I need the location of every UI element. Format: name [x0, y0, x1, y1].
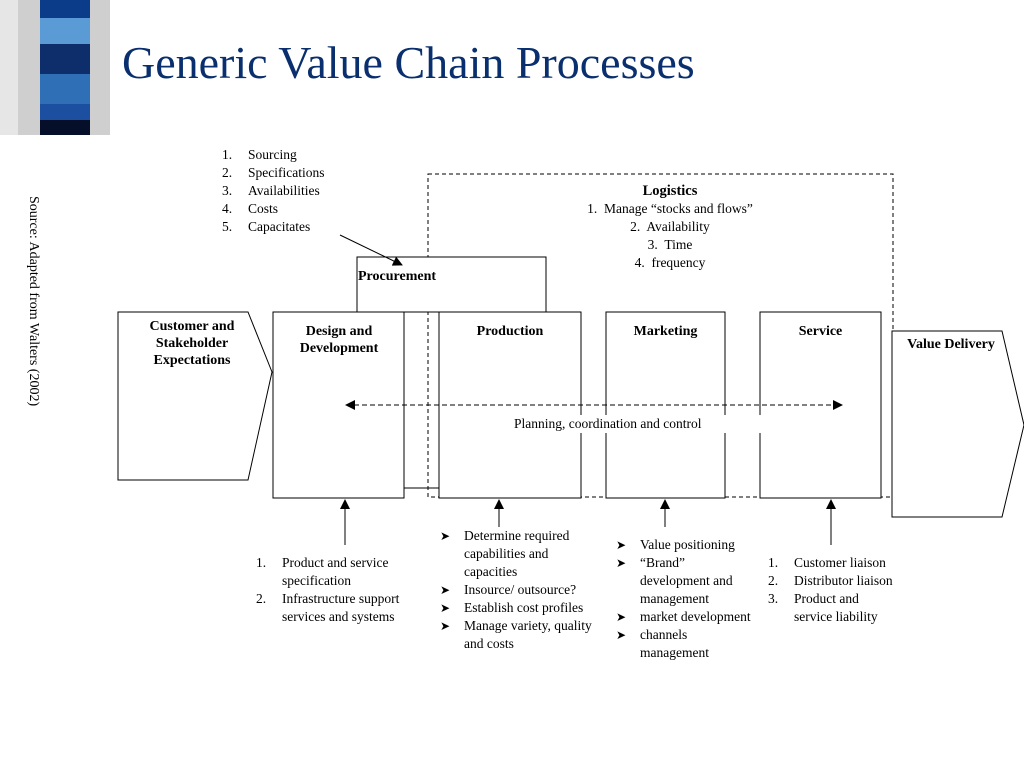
list-item: 4.Costs: [222, 201, 279, 216]
marketing-label: Marketing: [633, 324, 698, 339]
list-item: 1. Manage “stocks and flows”: [587, 201, 753, 216]
production-list: ➤Determine required capabilities and cap…: [436, 527, 601, 653]
list-item: 2.Specifications: [222, 165, 325, 180]
procurement-box: [356, 256, 547, 313]
procurement-list: 1.Sourcing 2.Specifications 3.Availabili…: [222, 146, 392, 236]
list-item: 3. Time: [647, 237, 693, 252]
decorative-bars-graphic: [0, 0, 110, 135]
list-item: ➤Value positioning: [616, 537, 735, 552]
list-item: ➤Establish cost profiles: [440, 600, 584, 615]
list-item: 3.Product and service liability: [768, 591, 878, 624]
list-item: ➤“Brand” development and management: [616, 555, 733, 606]
planning-label: Planning, coordination and control: [514, 415, 804, 433]
design-label: Design and Development: [299, 324, 379, 356]
service-list: 1.Customer liaison 2.Distributor liaison…: [768, 554, 898, 626]
customer-label: Customer and Stakeholder Expectations: [149, 319, 235, 368]
list-item: ➤Manage variety, quality and costs: [440, 618, 592, 651]
customer-shape: [117, 311, 273, 481]
list-item: 1.Customer liaison: [768, 555, 886, 570]
logistics-title: Logistics: [642, 183, 698, 199]
list-item: 5.Capacitates: [222, 219, 311, 234]
list-item: 2.Distributor liaison: [768, 573, 893, 588]
procurement-pointer: [339, 234, 403, 266]
page-title: Generic Value Chain Processes: [122, 37, 695, 88]
list-item: ➤Determine required capabilities and cap…: [440, 528, 570, 579]
service-label: Service: [798, 324, 843, 339]
list-item: ➤channels management: [616, 627, 709, 660]
procurement-label: Procurement: [358, 269, 437, 284]
list-item: ➤market development: [616, 609, 751, 624]
list-item: ➤Insource/ outsource?: [440, 582, 577, 597]
list-item: 1.Product and service specification: [256, 555, 389, 588]
logistics-block: Logistics 1. Manage “stocks and flows” 2…: [520, 183, 820, 272]
list-item: 1.Sourcing: [222, 147, 297, 162]
list-item: 3.Availabilities: [222, 183, 320, 198]
list-item: 2.Infrastructure support services and sy…: [256, 591, 400, 624]
design-list: 1.Product and service specification 2.In…: [256, 554, 406, 626]
list-item: 4. frequency: [634, 255, 706, 270]
value-delivery-shape: [891, 330, 1024, 518]
production-label: Production: [476, 324, 544, 339]
list-item: 2. Availability: [630, 219, 710, 234]
value-delivery-label: Value Delivery: [907, 337, 995, 352]
marketing-list: ➤Value positioning ➤“Brand” development …: [612, 536, 752, 662]
decorative-corner-bars: [0, 0, 110, 135]
